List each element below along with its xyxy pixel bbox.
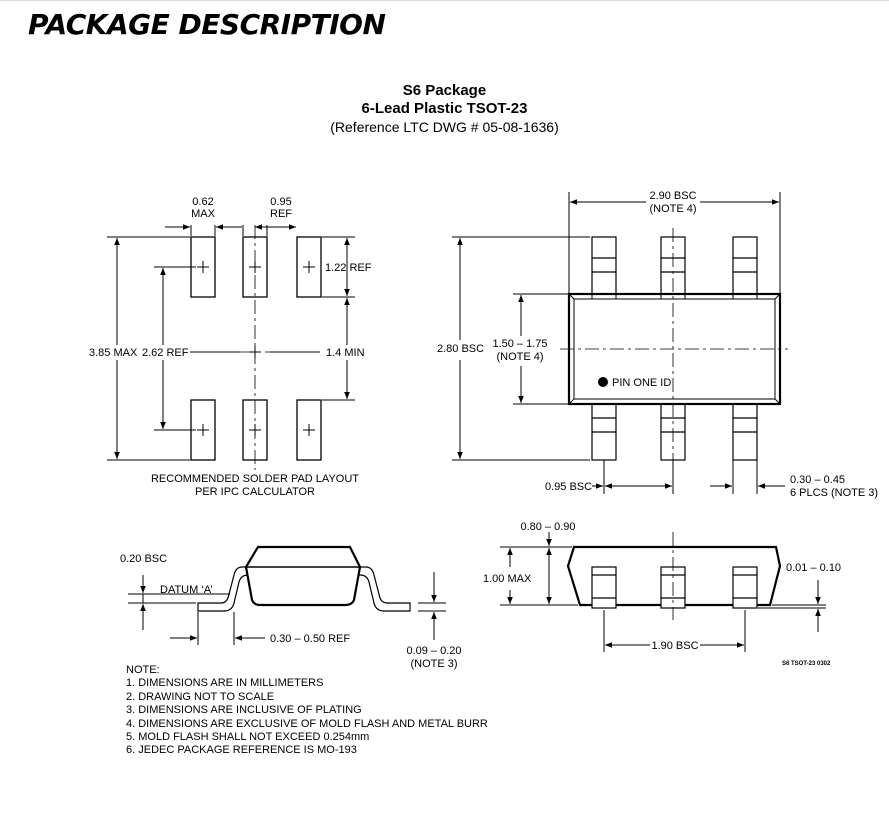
note-item: 5. MOLD FLASH SHALL NOT EXCEED 0.254mm [126, 731, 370, 744]
top-view [452, 192, 788, 494]
package-header: S6 Package 6-Lead Plastic TSOT-23 (Refer… [0, 82, 889, 136]
body-length-label: 2.90 BSC [649, 190, 696, 202]
lead-bottom-3 [732, 399, 758, 461]
inner-length-label: 2.62 REF [142, 347, 189, 359]
body-length-note: (NOTE 4) [649, 203, 696, 215]
gap-label: 1.4 MIN [326, 347, 365, 359]
solder-pad-layout [107, 224, 355, 470]
front-view [500, 532, 826, 652]
foot-length-label: 0.30 – 0.50 REF [270, 633, 350, 645]
page-title: PACKAGE DESCRIPTION [28, 8, 386, 41]
lead-width-label: 0.30 – 0.45 [790, 474, 845, 486]
note-item: 1. DIMENSIONS ARE IN MILLIMETERS [126, 677, 324, 690]
body-height-label: 0.80 – 0.90 [520, 521, 575, 533]
lead-top-3 [732, 236, 758, 298]
lead-bottom-1 [591, 399, 617, 461]
span-label: 1.90 BSC [651, 640, 698, 652]
datum-label: DATUM ‘A’ [160, 584, 213, 596]
pad-width-qualifier: MAX [191, 208, 216, 220]
max-height-label: 1.00 MAX [483, 573, 532, 585]
body-width-label: 1.50 – 1.75 [492, 338, 547, 350]
front-lead-1 [591, 566, 617, 609]
solder-pad-caption: RECOMMENDED SOLDER PAD LAYOUT [151, 473, 359, 485]
pad-top-3 [296, 236, 322, 298]
gauge-label: 0.20 BSC [120, 553, 167, 565]
lead-pitch-label: 0.95 BSC [545, 481, 592, 493]
drawing-id: S6 TSOT-23 0302 [782, 661, 831, 667]
notes-block: NOTE: 1. DIMENSIONS ARE IN MILLIMETERS 2… [126, 664, 488, 758]
pad-bottom-3 [296, 399, 322, 461]
overall-width-label: 2.80 BSC [437, 343, 484, 355]
lead-top-1 [591, 236, 617, 298]
body-width-note: (NOTE 4) [496, 351, 543, 363]
pad-width-label: 0.62 [192, 196, 213, 208]
lead-width-note: 6 PLCS (NOTE 3) [790, 487, 878, 499]
pad-length-label: 1.22 REF [325, 262, 372, 274]
top-divider [0, 0, 889, 1]
note-item: 4. DIMENSIONS ARE EXCLUSIVE OF MOLD FLAS… [126, 717, 488, 730]
standoff-label: 0.01 – 0.10 [786, 562, 841, 574]
note-item: 3. DIMENSIONS ARE INCLUSIVE OF PLATING [126, 704, 362, 717]
notes-heading: NOTE: [126, 664, 160, 676]
note-item: 6. JEDEC PACKAGE REFERENCE IS MO-193 [126, 744, 357, 757]
front-lead-3 [732, 566, 758, 609]
note-item: 2. DRAWING NOT TO SCALE [126, 690, 275, 703]
pitch-qualifier: REF [270, 208, 292, 220]
side-view [128, 545, 446, 645]
package-body-side [244, 545, 362, 607]
pitch-label: 0.95 [270, 196, 291, 208]
package-type: 6-Lead Plastic TSOT-23 [361, 100, 528, 117]
pin-one-dot [598, 377, 608, 387]
lead-thickness-note: (NOTE 3) [410, 658, 457, 670]
package-reference: (Reference LTC DWG # 05-08-1636) [330, 119, 559, 135]
lead-thickness-label: 0.09 – 0.20 [406, 645, 461, 657]
overall-length-label: 3.85 MAX [89, 347, 138, 359]
pin-one-label: PIN ONE ID [612, 377, 671, 389]
package-name: S6 Package [402, 82, 487, 99]
solder-pad-caption-2: PER IPC CALCULATOR [195, 486, 315, 498]
